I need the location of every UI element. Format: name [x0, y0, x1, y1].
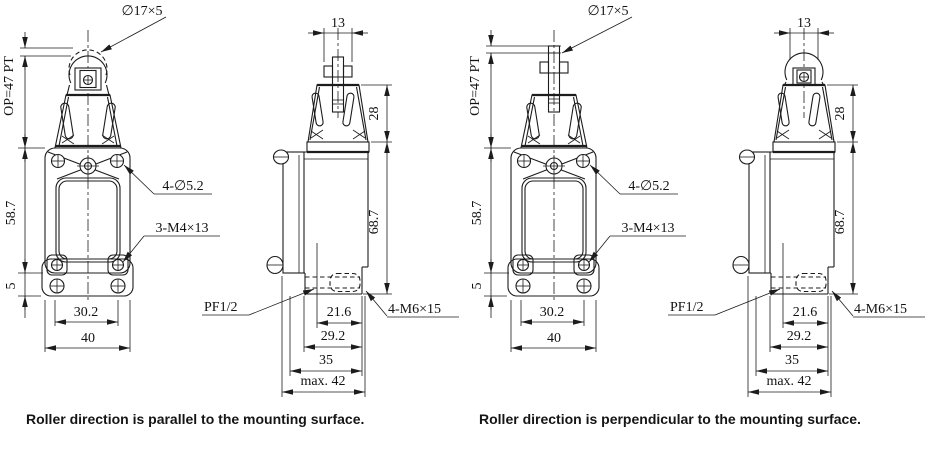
dim-depth: 29.2: [321, 329, 346, 344]
caption-perpendicular: Roller direction is perpendicular to the…: [479, 411, 861, 427]
dim-base-depth: 35: [785, 353, 799, 368]
front-dimensions: OP=47 PT 58.7 5 ∅17×5 4-∅5.2 3-M4×13 30.…: [2, 4, 220, 352]
dim-depth: 29.2: [787, 329, 812, 344]
dim-roller-size: ∅17×5: [121, 4, 162, 19]
caption-parallel: Roller direction is parallel to the moun…: [26, 411, 365, 427]
front-view: OP=47 PT 58.7 5 ∅17×5 4-∅5.2 3-M4×13 30.…: [2, 4, 220, 352]
dim-body-width: 40: [81, 331, 95, 346]
dim-mounting-holes: 4-∅5.2: [162, 179, 203, 194]
dim-center-offset: 21.6: [327, 305, 352, 320]
roller-head: [66, 49, 110, 96]
dim-slot-spacing: 30.2: [540, 305, 565, 320]
dim-slot-spacing: 30.2: [74, 305, 99, 320]
front-dimensions: OP=47 PT 58.7 5 ∅17×5 4-∅5.2 3-M4×13 30.…: [468, 4, 686, 352]
dim-center-offset: 21.6: [793, 305, 818, 320]
label-bolts: 4-M6×15: [388, 302, 441, 317]
dim-max-depth: max. 42: [766, 374, 811, 389]
label-bolts: 4-M6×15: [854, 302, 907, 317]
dim-flange-height: 5: [4, 283, 19, 290]
dim-roller-size: ∅17×5: [587, 4, 628, 19]
dim-roller-width: 13: [331, 16, 345, 31]
dim-head-height: 28: [367, 107, 382, 121]
dim-base-depth: 35: [319, 353, 333, 368]
switch-body: [507, 147, 600, 297]
dim-roller-width: 13: [797, 16, 811, 31]
dim-max-depth: max. 42: [300, 374, 345, 389]
dim-head-height: 28: [833, 107, 848, 121]
dim-cover-screws: 3-M4×13: [155, 221, 208, 236]
figure-perpendicular-drawing: OP=47 PT 58.7 5 ∅17×5 4-∅5.2 3-M4×13 30.…: [468, 4, 925, 397]
dim-op-pt: OP=47 PT: [2, 56, 17, 116]
dim-body-height: 58.7: [470, 201, 485, 226]
roller-head: [784, 52, 824, 86]
side-dimensions: 13 28 68.7 21.6 29.2 35: [202, 16, 459, 397]
dim-side-body-height: 68.7: [367, 210, 382, 235]
dim-flange-height: 5: [470, 283, 485, 290]
figure-parallel-drawing: OP=47 PT 58.7 5 ∅17×5 4-∅5.2 3-M4×13 30.…: [2, 4, 459, 397]
switch-body-side: [266, 149, 369, 328]
switch-body-side: [732, 149, 835, 328]
dim-cover-screws: 3-M4×13: [621, 221, 674, 236]
dim-body-width: 40: [547, 331, 561, 346]
side-dimensions: 13 28 68.7 21.6 29.2 35: [668, 16, 925, 397]
dim-op-pt: OP=47 PT: [468, 56, 483, 116]
label-conduit: PF1/2: [204, 300, 237, 315]
dim-side-body-height: 68.7: [833, 210, 848, 235]
switch-body: [41, 147, 134, 297]
side-view: 13 28 68.7 21.6 29.2 35: [202, 16, 459, 397]
front-view: OP=47 PT 58.7 5 ∅17×5 4-∅5.2 3-M4×13 30.…: [468, 4, 686, 352]
dim-body-height: 58.7: [4, 201, 19, 226]
label-conduit: PF1/2: [670, 300, 703, 315]
side-view: 13 28 68.7 21.6 29.2 35: [668, 16, 925, 397]
dim-mounting-holes: 4-∅5.2: [628, 179, 669, 194]
